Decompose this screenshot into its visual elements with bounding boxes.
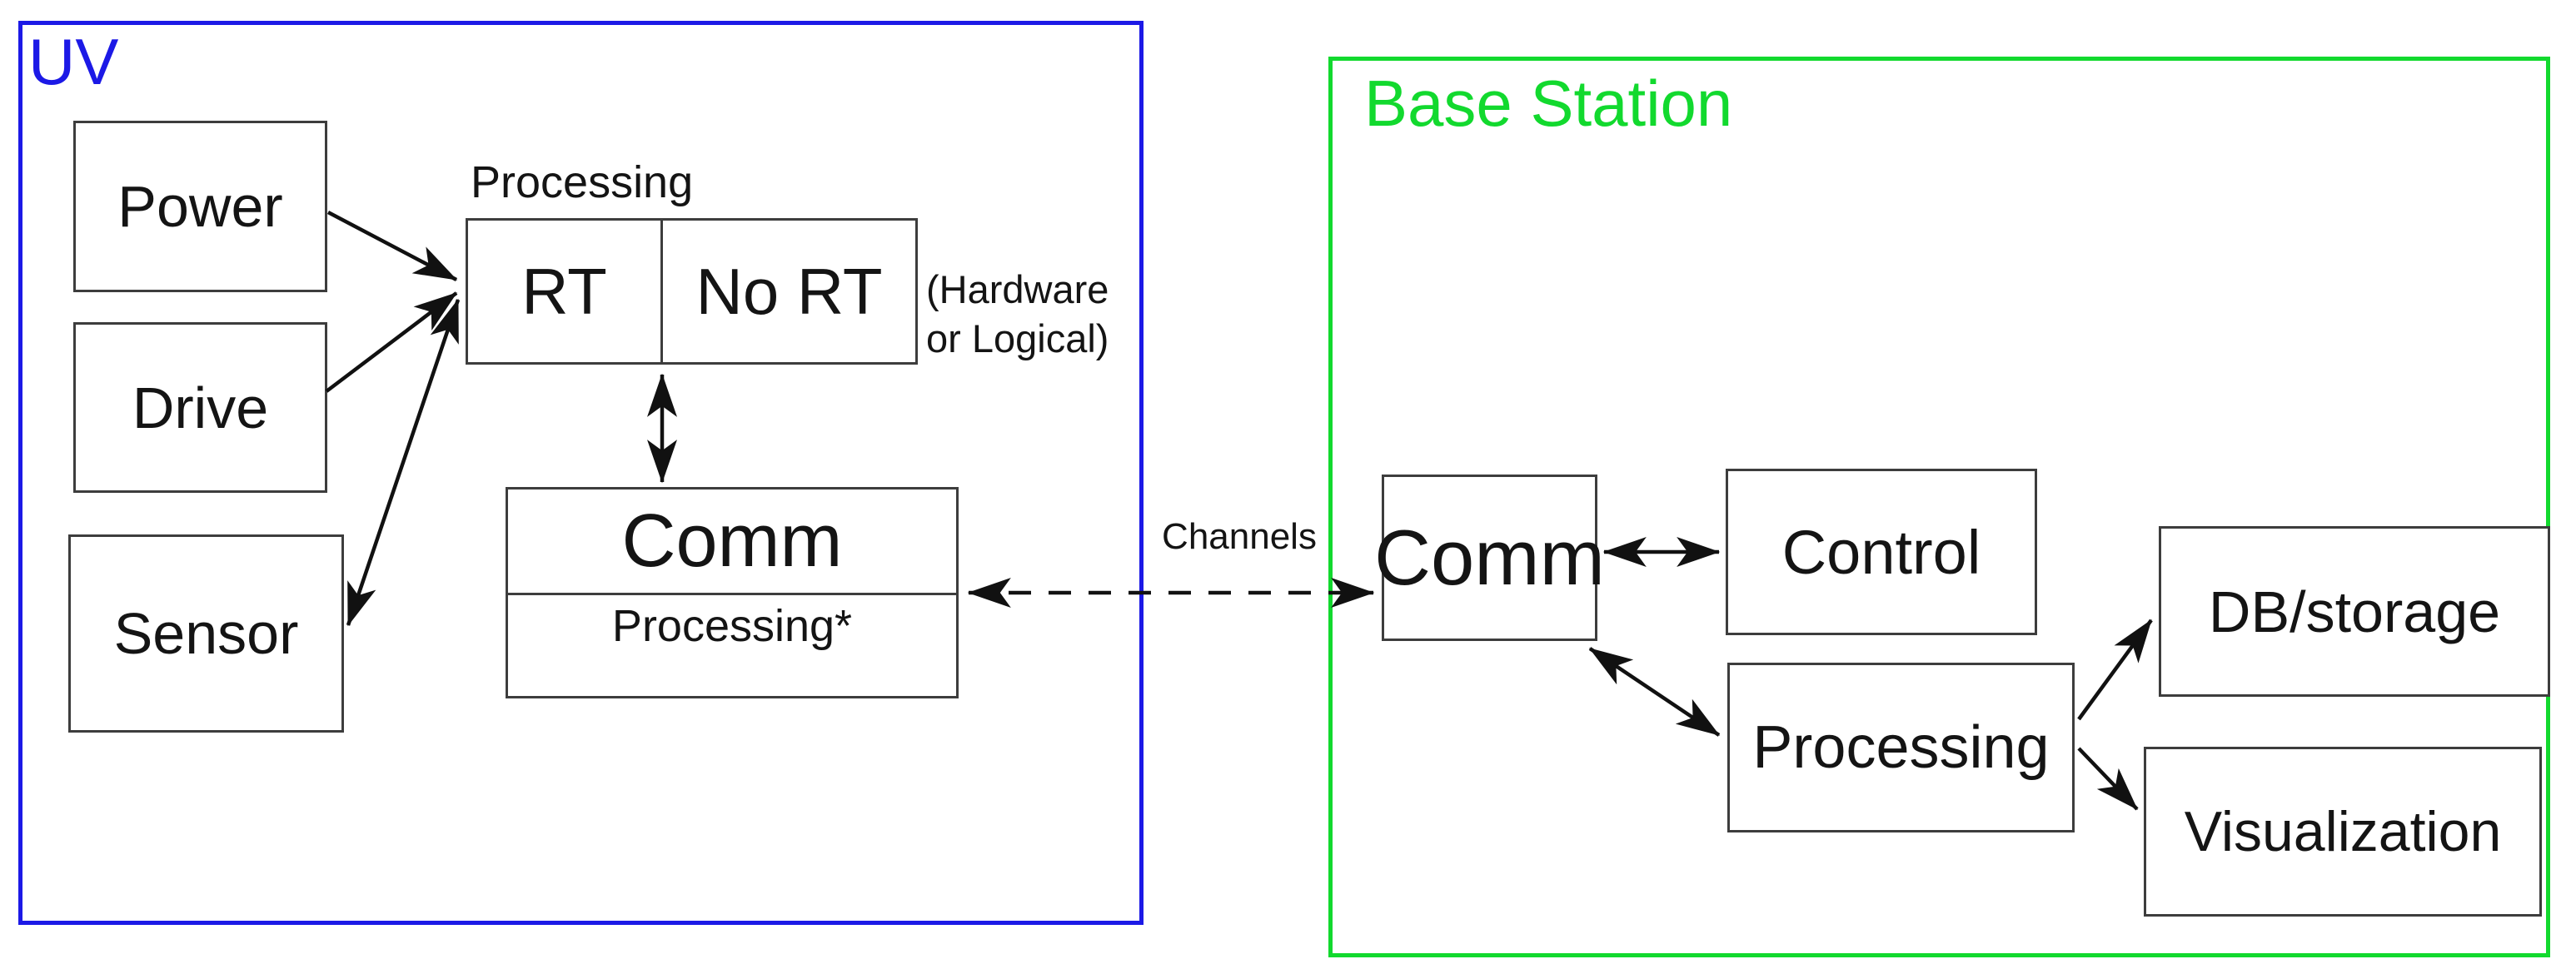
- base-station-processing-label: Processing: [1752, 714, 2050, 781]
- drive-label: Drive: [132, 375, 269, 440]
- hardware-note-line2: or Logical): [926, 316, 1109, 360]
- base-station-section-title: Base Station: [1364, 67, 1733, 140]
- control-label: Control: [1781, 517, 1981, 587]
- uv-section-title: UV: [28, 25, 119, 98]
- power-box: Power: [73, 121, 327, 292]
- uv-comm-box: Comm Processing*: [506, 487, 959, 698]
- sensor-label: Sensor: [113, 601, 299, 666]
- base-station-processing-box: Processing: [1727, 663, 2075, 832]
- uv-section-frame: [18, 21, 1144, 925]
- hardware-or-logical-note: (Hardware or Logical): [926, 265, 1168, 363]
- no-rt-cell: No RT: [660, 221, 915, 362]
- control-box: Control: [1726, 469, 2037, 635]
- db-storage-label: DB/storage: [2208, 579, 2501, 644]
- power-label: Power: [117, 174, 283, 239]
- processing-group-header: Processing: [471, 157, 694, 207]
- drive-box: Drive: [73, 322, 327, 493]
- rt-cell: RT: [521, 254, 607, 328]
- processing-box: RT No RT: [466, 218, 918, 365]
- base-station-comm-box: Comm: [1374, 475, 1605, 641]
- hardware-note-line1: (Hardware: [926, 267, 1109, 311]
- base-station-section-frame: [1328, 57, 2550, 957]
- uv-comm-processing-label: Processing*: [508, 593, 956, 696]
- sensor-box: Sensor: [68, 534, 344, 733]
- uv-comm-label: Comm: [621, 499, 843, 583]
- base-station-comm-label: Comm: [1374, 514, 1605, 601]
- channels-label: Channels: [1162, 516, 1317, 557]
- visualization-box: Visualization: [2144, 747, 2542, 917]
- visualization-label: Visualization: [2184, 800, 2502, 863]
- db-storage-box: DB/storage: [2159, 526, 2550, 697]
